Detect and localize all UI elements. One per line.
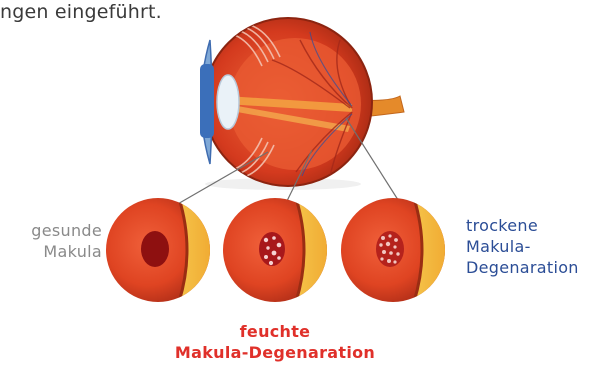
dry-macula-label: trockene Makula- Degenaration — [466, 215, 591, 278]
healthy-macula-label: gesunde Makula — [10, 220, 102, 262]
dry-macula-circle — [341, 195, 450, 305]
wet-label-line1: feuchte — [150, 321, 400, 342]
healthy-label-line1: gesunde — [10, 220, 102, 241]
wet-label-line2: Makula-Degenaration — [150, 342, 400, 363]
eye-illustration — [200, 18, 404, 190]
wet-macula-circle — [223, 195, 332, 305]
healthy-label-line2: Makula — [10, 241, 102, 262]
wet-macula-label: feuchte Makula-Degenaration — [150, 321, 400, 363]
dry-label-line1: trockene — [466, 215, 591, 236]
dry-label-line2: Makula- — [466, 236, 591, 257]
dry-label-line3: Degenaration — [466, 257, 591, 278]
healthy-macula-circle — [106, 195, 215, 305]
